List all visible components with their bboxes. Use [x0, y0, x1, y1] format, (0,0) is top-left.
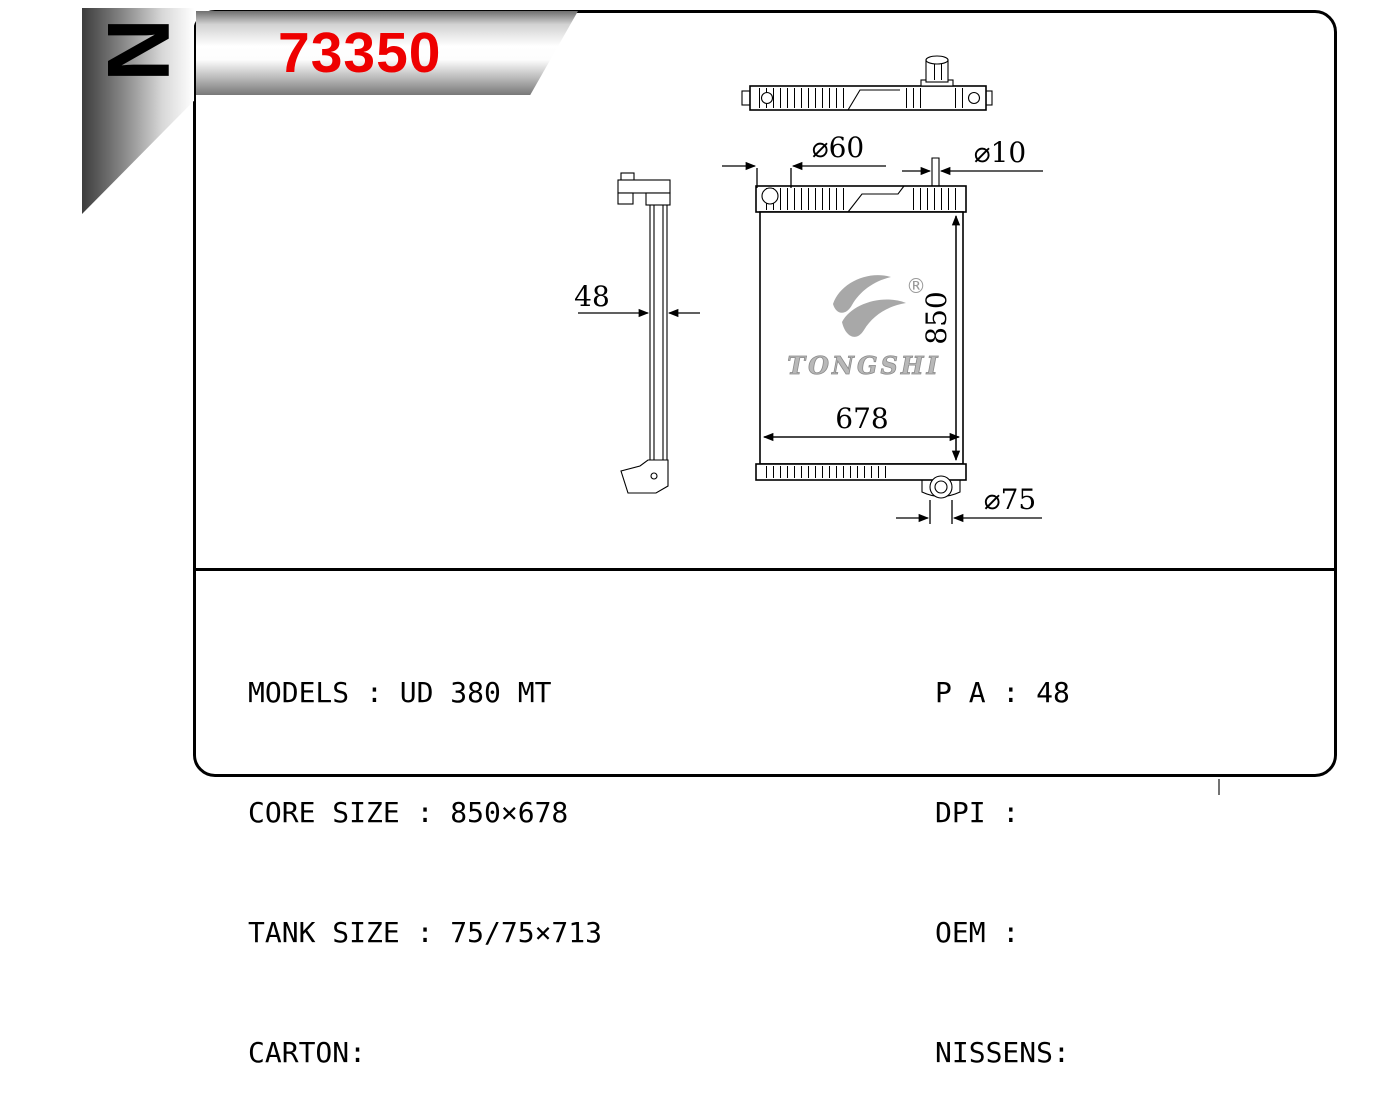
core [759, 211, 964, 465]
spec-core-size: CORE SIZE : 850×678 [248, 796, 569, 829]
dimension-height: 850 [920, 214, 961, 462]
radiator-front-view: ® TONGSHI [755, 157, 967, 499]
technical-drawing: ® TONGSHI ⌀60 ⌀10 48 850 678 [574, 55, 1220, 795]
dim-label-inlet: ⌀60 [812, 131, 865, 164]
frame-divider [195, 568, 1335, 571]
dimension-inlet: ⌀60 [722, 131, 886, 188]
radiator-side-view [617, 172, 671, 494]
spec-dpi: DPI : [935, 796, 1020, 829]
filler-cap [920, 55, 954, 87]
dim-label-pin: ⌀10 [974, 136, 1027, 169]
spec-tank-size: TANK SIZE : 75/75×713 [248, 916, 603, 949]
part-number: 73350 [278, 21, 442, 85]
spec-oem: OEM : [935, 916, 1020, 949]
spec-pa: P A : 48 [935, 676, 1070, 709]
watermark-logo: ® TONGSHI [787, 274, 940, 380]
registered-trademark: ® [906, 274, 926, 298]
spec-table-right: P A : 48 DPI : OEM : NISSENS: [935, 593, 1070, 1113]
pin-stem [931, 157, 940, 186]
dimension-outlet: ⌀75 [896, 483, 1042, 524]
dim-label-height: 850 [920, 291, 953, 344]
inlet-port [761, 187, 779, 205]
logo-swoosh-icon [842, 299, 906, 337]
spec-nissens: NISSENS: [935, 1036, 1070, 1069]
outlet-port [929, 475, 953, 499]
dimension-depth: 48 [574, 280, 700, 318]
logo-swoosh-icon [833, 275, 891, 313]
dim-label-outlet: ⌀75 [984, 483, 1037, 516]
dimension-pin: ⌀10 [902, 136, 1043, 176]
spec-table-left: MODELS : UD 380 MT CORE SIZE : 850×678 T… [248, 593, 602, 1113]
dim-label-width: 678 [835, 402, 888, 435]
dim-label-depth: 48 [574, 280, 610, 313]
dimension-width: 678 [762, 402, 961, 442]
radiator-top-view [741, 55, 993, 111]
part-number-banner: 73350 [196, 11, 578, 95]
spec-models: MODELS : UD 380 MT [248, 676, 552, 709]
watermark-brand: TONGSHI [787, 351, 940, 380]
spec-carton: CARTON: [248, 1036, 367, 1069]
